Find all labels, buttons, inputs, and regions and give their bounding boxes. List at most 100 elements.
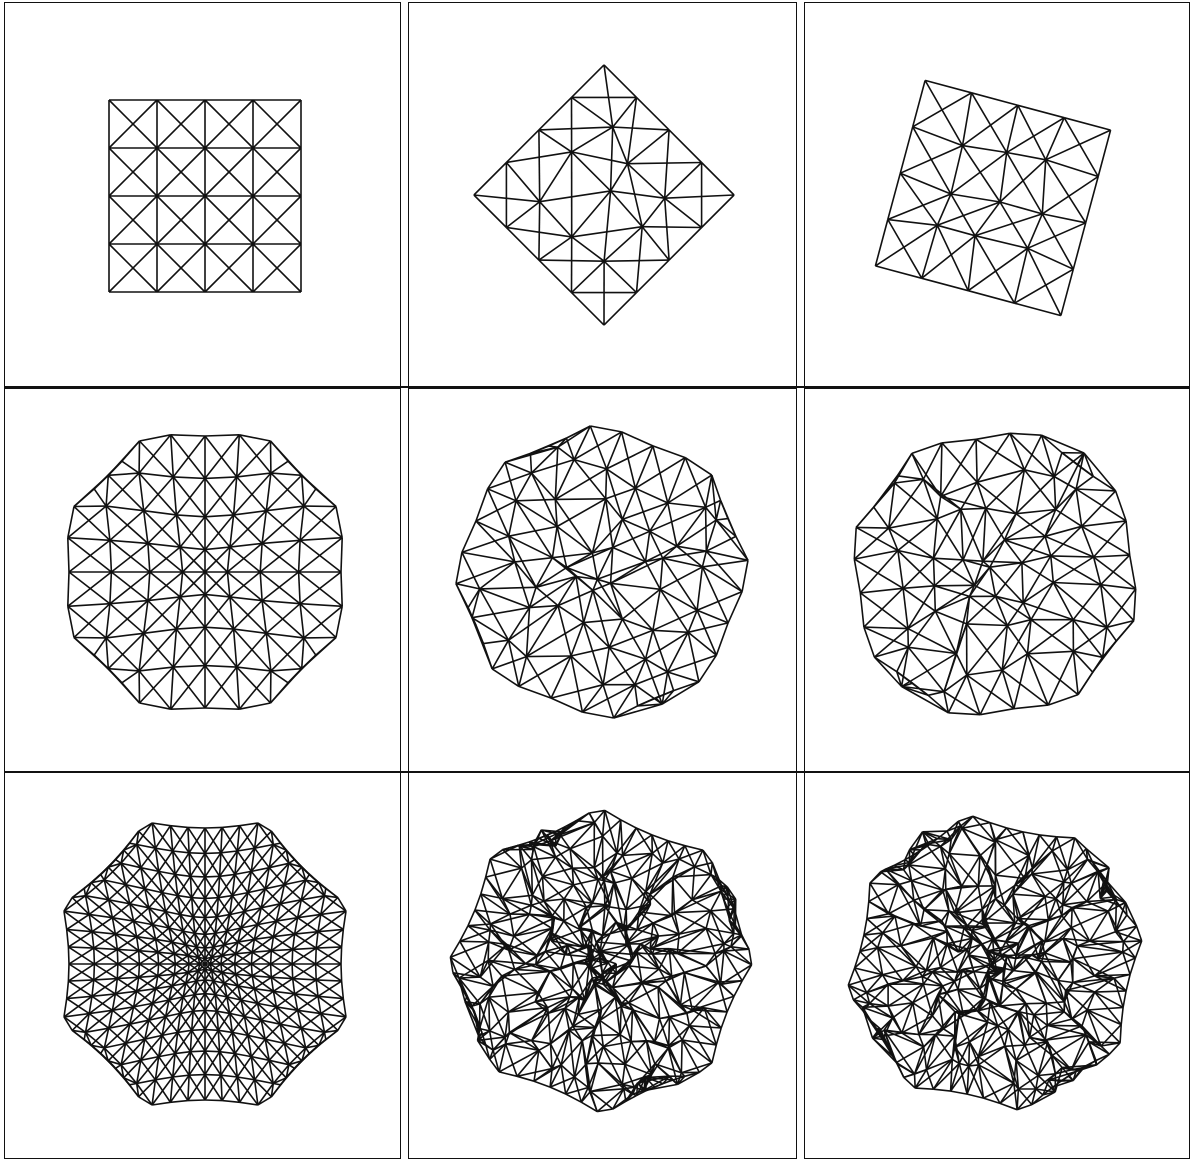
mesh-edge: [262, 543, 299, 572]
mesh-edge: [888, 220, 938, 226]
mesh-edge: [117, 964, 118, 979]
mesh-edge: [603, 659, 645, 685]
mesh-edge: [572, 152, 628, 164]
mesh-edge: [961, 508, 986, 509]
mesh-edge: [293, 979, 317, 980]
mesh-edge: [117, 949, 138, 950]
mesh-edge: [1016, 972, 1036, 989]
mesh-edge: [237, 667, 271, 703]
mesh-edge: [544, 885, 573, 901]
mesh-edge: [489, 930, 491, 942]
mesh-edge: [190, 1030, 191, 1051]
mesh-edge: [611, 164, 628, 191]
mesh-edge: [592, 881, 604, 904]
mesh-edge: [1064, 991, 1066, 1012]
mesh-edge: [251, 952, 252, 964]
mesh-edge: [106, 638, 108, 669]
mesh-edge: [684, 973, 692, 1010]
mesh-edge: [1123, 991, 1126, 1008]
mesh-edge: [300, 604, 342, 607]
mesh-edge: [677, 954, 706, 967]
mesh-edge: [622, 432, 653, 446]
mesh-edge: [260, 543, 262, 572]
mesh-edge: [1042, 962, 1071, 963]
mesh-edge: [685, 846, 703, 850]
mesh-edge: [1062, 916, 1072, 928]
mesh-edge: [1042, 160, 1045, 214]
mesh-edge: [316, 948, 317, 964]
mesh-edge: [341, 572, 342, 606]
mesh-edge: [1000, 160, 1046, 202]
mesh-edge: [262, 511, 266, 544]
mesh-edge: [92, 932, 94, 948]
mesh-edge: [234, 477, 237, 515]
mesh-edge: [205, 1051, 220, 1052]
mesh-edge: [180, 572, 183, 597]
mesh-edge: [106, 506, 144, 511]
mesh-edge: [205, 627, 237, 667]
mesh-edge: [64, 999, 67, 1017]
mesh-edge: [983, 561, 1022, 563]
mesh-edge: [300, 506, 304, 540]
mesh-edge: [963, 146, 1007, 153]
mesh-edge: [721, 1012, 727, 1028]
mesh-edge: [152, 823, 170, 826]
mesh-edge: [530, 606, 559, 608]
mesh-edge: [116, 860, 122, 864]
mesh-edge: [221, 827, 222, 852]
mesh-edge: [266, 633, 304, 638]
mesh-edge: [342, 929, 344, 947]
mesh-edge: [1018, 105, 1064, 117]
mesh-edge: [942, 439, 976, 443]
mesh-edge: [590, 426, 606, 469]
mesh-edge: [293, 934, 295, 949]
mesh-edge: [68, 947, 69, 964]
mesh-edge: [299, 540, 301, 572]
mesh-edge: [956, 654, 967, 676]
mesh-edge: [144, 629, 177, 633]
mesh-edge: [171, 435, 174, 477]
mesh-edge: [961, 509, 963, 560]
panel-square-rotated-mesh: [408, 2, 797, 388]
mesh-edge: [716, 500, 720, 520]
mesh-edge: [69, 572, 110, 604]
mesh-edge: [293, 948, 317, 949]
mesh-edge: [218, 1030, 219, 1051]
mesh-edge: [539, 130, 572, 152]
mesh-edge: [1045, 1025, 1047, 1040]
mesh-edge: [300, 538, 342, 541]
mesh-edge: [848, 968, 854, 985]
mesh-edge: [680, 973, 684, 1005]
mesh-edge: [681, 1040, 682, 1073]
mesh-edge: [1082, 521, 1126, 526]
mesh-edge: [1053, 583, 1100, 585]
mesh-edge: [173, 851, 189, 853]
mesh-edge: [180, 547, 183, 572]
mesh-edge: [110, 540, 150, 572]
mesh-edge: [205, 667, 237, 708]
mesh-edge: [576, 577, 584, 623]
mesh-edge: [205, 547, 230, 572]
mesh-edge: [951, 194, 1000, 202]
mesh-edge: [205, 594, 230, 597]
mesh-edge: [972, 93, 1007, 153]
mesh-edge: [711, 909, 735, 911]
mesh-edge: [1000, 153, 1007, 203]
mesh-edge: [190, 876, 191, 897]
mesh-edge: [572, 868, 594, 869]
mesh-edge: [573, 879, 598, 885]
mesh-edge: [271, 669, 302, 671]
mesh-edge: [870, 883, 898, 885]
mesh-edge: [94, 948, 95, 964]
mesh-edge: [692, 867, 694, 900]
mesh-edge: [174, 954, 175, 964]
mesh-edge: [1042, 214, 1073, 269]
mesh-edge: [538, 971, 550, 993]
mesh-edge: [706, 500, 721, 507]
mesh-edge: [68, 538, 110, 541]
mesh-edge: [122, 461, 139, 473]
mesh-edge: [604, 260, 669, 261]
mesh-edge: [193, 917, 205, 918]
mesh-edge: [898, 519, 937, 551]
square-rotated-mesh-drawing: [409, 3, 796, 387]
